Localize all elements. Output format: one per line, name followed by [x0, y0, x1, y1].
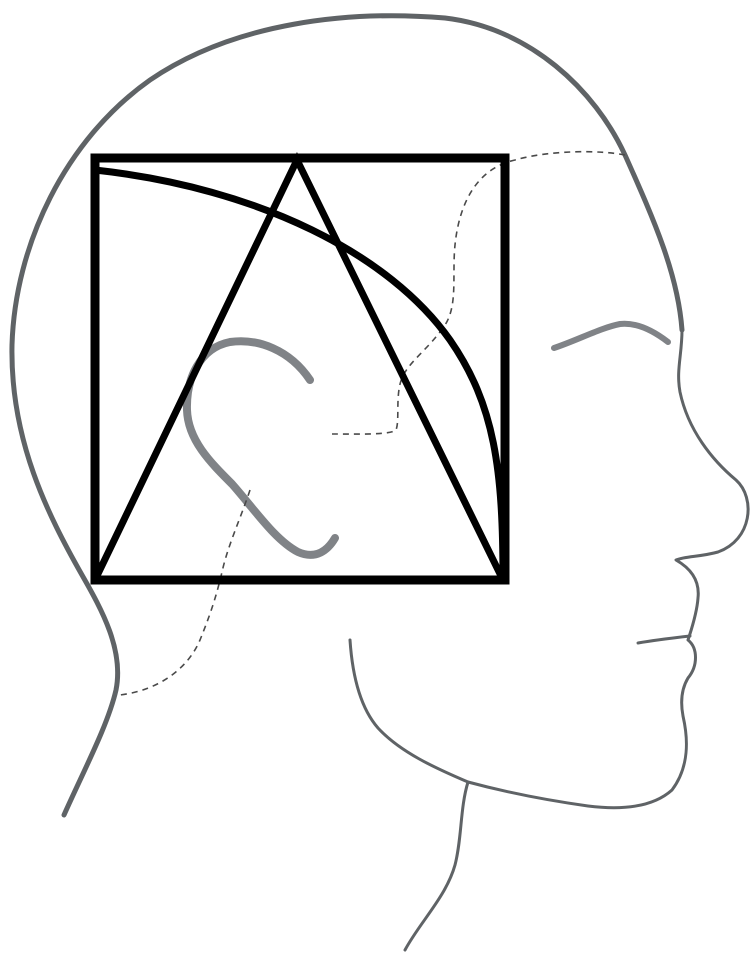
proportion-arc [95, 170, 503, 580]
face-profile [468, 330, 748, 808]
ear-icon [187, 341, 335, 555]
jaw-line [350, 640, 468, 782]
eye-icon [554, 324, 668, 348]
hairline-nape-dashed [120, 490, 250, 695]
skull-outline [12, 16, 682, 815]
neck-front [405, 782, 468, 950]
mouth-line [638, 636, 690, 643]
